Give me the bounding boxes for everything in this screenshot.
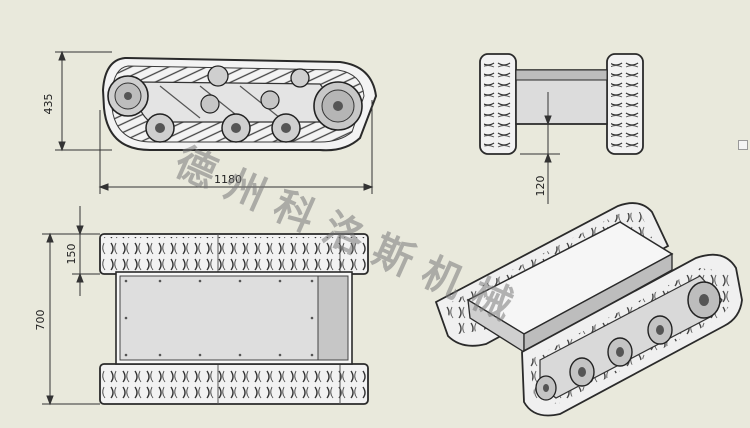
top-cover-plate bbox=[119, 275, 319, 361]
iso-road-wheel bbox=[569, 357, 595, 387]
front-view bbox=[479, 53, 644, 155]
iso-idler-wheel bbox=[535, 375, 557, 401]
isometric-view bbox=[434, 202, 743, 417]
dimension-total-width bbox=[42, 232, 100, 406]
side-mid-wheel bbox=[260, 90, 280, 110]
side-view bbox=[101, 56, 378, 152]
corner-icon bbox=[738, 140, 748, 150]
side-top-roller bbox=[290, 68, 310, 88]
side-mid-wheel bbox=[200, 94, 220, 114]
side-road-wheel bbox=[221, 113, 251, 143]
dimension-height bbox=[55, 50, 112, 152]
iso-road-wheel bbox=[647, 315, 673, 345]
dimension-height-label: 435 bbox=[42, 94, 55, 115]
iso-road-wheel bbox=[607, 337, 633, 367]
iso-drive-sprocket bbox=[687, 281, 721, 319]
dimension-ground-clearance bbox=[520, 92, 560, 204]
top-view bbox=[99, 233, 369, 405]
side-road-wheel bbox=[145, 113, 175, 143]
side-drive-sprocket bbox=[313, 81, 363, 131]
dimension-length-label: 1180 bbox=[214, 173, 242, 186]
dimension-length bbox=[98, 100, 374, 194]
top-rear-plate bbox=[317, 275, 349, 361]
dimension-total-width-label: 700 bbox=[34, 310, 47, 331]
side-road-wheel bbox=[271, 113, 301, 143]
dimension-track-width-label: 150 bbox=[65, 244, 78, 265]
dimension-ground-clearance-label: 120 bbox=[534, 176, 547, 197]
side-idler-wheel bbox=[107, 75, 149, 117]
side-top-roller bbox=[207, 65, 229, 87]
